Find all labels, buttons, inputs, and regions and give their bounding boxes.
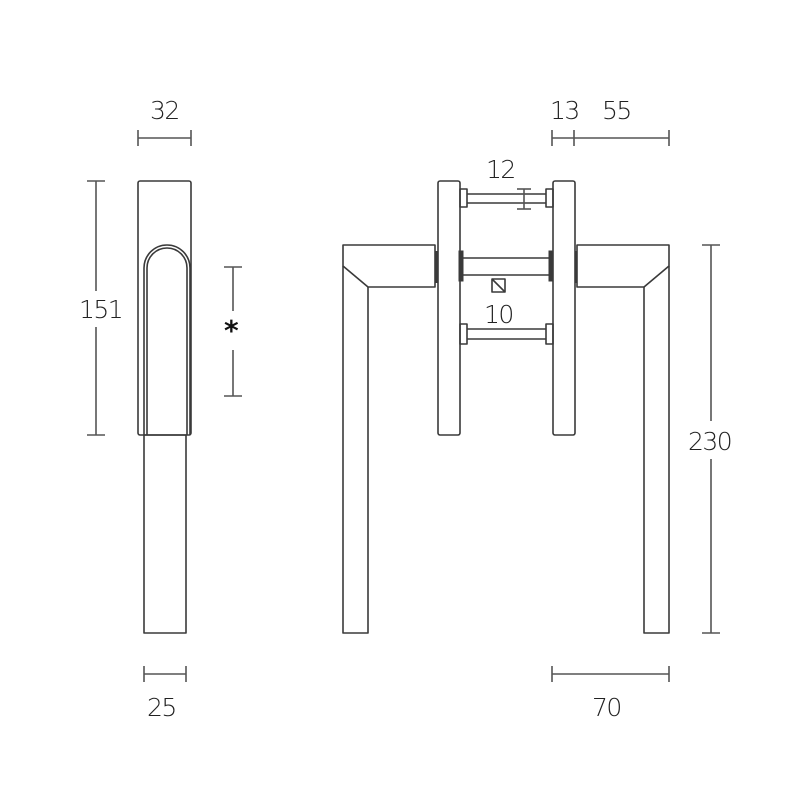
dimension-top: 13 55 <box>550 96 670 146</box>
lever-left <box>342 244 438 634</box>
label-230: 230 <box>688 427 731 456</box>
dimension-lever-length: 230 <box>688 244 733 634</box>
label-13: 13 <box>550 96 579 125</box>
label-32: 32 <box>150 96 179 125</box>
lever-right <box>574 244 670 634</box>
label-star: * <box>224 314 239 347</box>
dimension-width-bottom: 25 <box>143 666 187 722</box>
label-55: 55 <box>602 96 631 125</box>
front-view: 13 55 12 10 <box>342 96 733 722</box>
rose-plate-left <box>437 180 461 436</box>
screw-top <box>459 188 554 208</box>
label-10: 10 <box>484 300 513 329</box>
side-grip-outline <box>143 244 191 435</box>
label-151: 151 <box>79 295 122 324</box>
dimension-lever-width: 70 <box>551 666 670 722</box>
side-rose-plate <box>137 180 192 436</box>
label-70: 70 <box>592 693 621 722</box>
side-view: 32 151 * 25 <box>79 96 242 722</box>
square-spindle-icon <box>491 278 506 293</box>
dimension-width-top: 32 <box>137 96 192 146</box>
label-12: 12 <box>486 155 515 184</box>
dimension-variable: * <box>224 266 242 397</box>
rose-plate-right <box>552 180 576 436</box>
screw-bottom <box>459 323 554 345</box>
side-lever-shaft <box>143 434 187 634</box>
label-25: 25 <box>147 693 176 722</box>
dimension-spindle-spacing: 12 <box>486 155 531 210</box>
dimension-height: 151 <box>79 180 124 436</box>
spindle-square: 10 <box>458 250 554 329</box>
